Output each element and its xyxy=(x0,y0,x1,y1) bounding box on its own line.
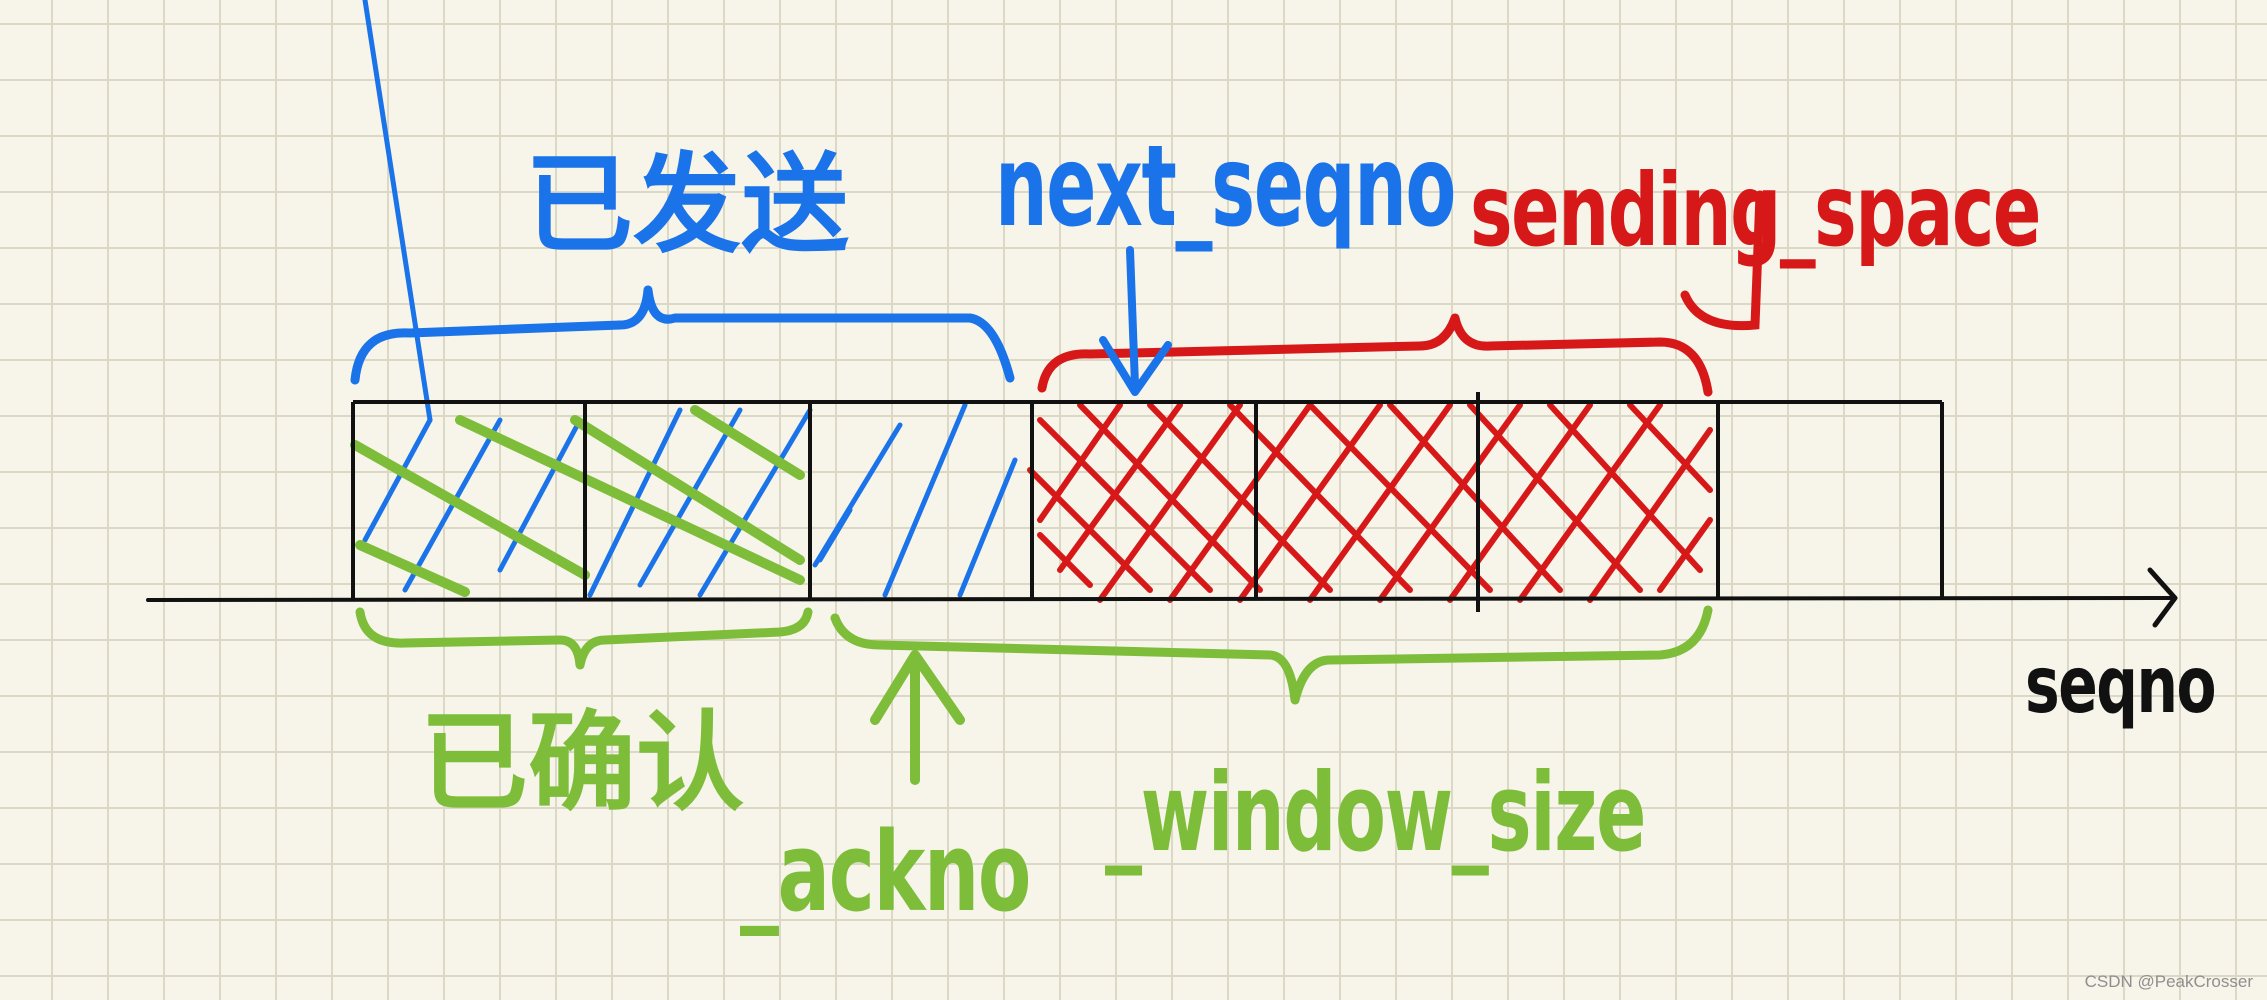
acked-brace xyxy=(355,607,813,670)
sending-space-label: sending_space xyxy=(1470,152,2040,269)
watermark: CSDN @PeakCrosser xyxy=(2084,972,2253,991)
next-seqno-arrow xyxy=(1099,246,1172,396)
window-size-label: _window_size xyxy=(1105,751,1645,876)
ackno-arrow xyxy=(870,650,965,785)
axis-arrowhead xyxy=(2147,567,2178,628)
next-seqno-label: next_seqno xyxy=(995,122,1455,252)
seqno-axis xyxy=(146,596,2172,602)
sent-brace xyxy=(350,285,1015,385)
segment-boxes xyxy=(351,392,1944,612)
seqno-label: seqno xyxy=(2025,641,2215,731)
sending-space-hatching xyxy=(1027,402,1713,603)
sending-space-hook xyxy=(1680,190,1765,331)
sent-label: 已发送 xyxy=(525,143,849,268)
sending-space-brace xyxy=(1037,313,1713,397)
acked-label: 已确认 xyxy=(420,701,744,826)
ackno-label: _ackno xyxy=(740,808,1030,936)
acked-hatching xyxy=(350,405,805,597)
window-size-brace xyxy=(830,605,1713,705)
